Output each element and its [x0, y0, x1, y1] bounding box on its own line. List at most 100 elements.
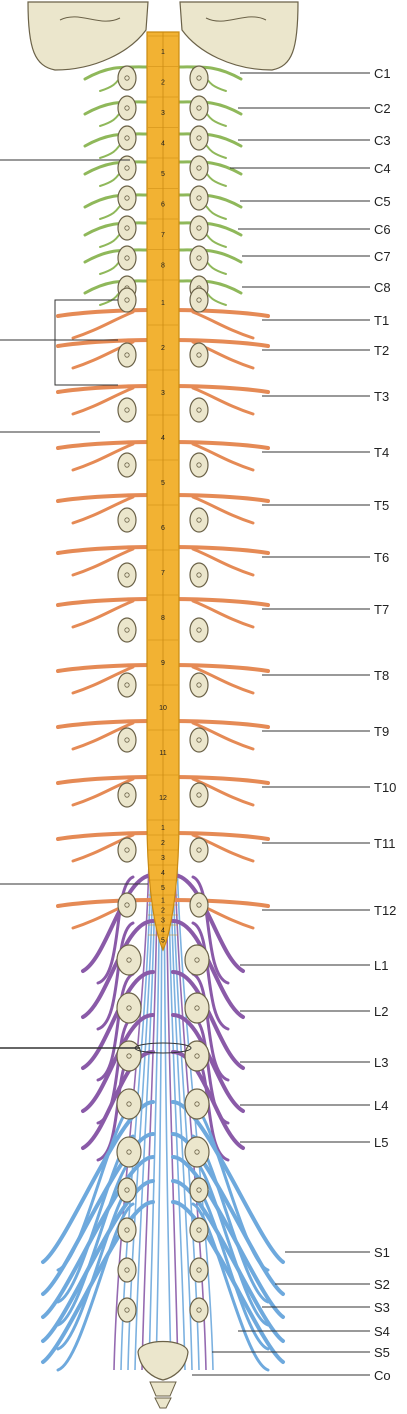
nerve-root [171, 970, 245, 1070]
vertebra-process [189, 562, 209, 588]
segment-number-thoracic: 6 [161, 525, 165, 532]
nerve-branch [71, 665, 135, 695]
segment-number-sacral: 2 [161, 908, 165, 915]
vertebra-process [117, 215, 137, 241]
vertebra-process [189, 65, 209, 91]
vertebra-foramen [196, 1267, 202, 1273]
vertebra-foramen [124, 225, 130, 231]
nerve-label-s3: S3 [374, 1300, 390, 1315]
vertebra-foramen [124, 1227, 130, 1233]
nerve-root [41, 1179, 155, 1343]
segment-number-thoracic: 1 [161, 300, 165, 307]
vertebra-foramen [196, 627, 202, 633]
vertebra-foramen [196, 352, 202, 358]
vertebra-process [189, 782, 209, 808]
nerve-label-c7: C7 [374, 249, 391, 264]
vertebra-process [189, 672, 209, 698]
nerve-branch [96, 875, 135, 985]
skull-contour [205, 16, 267, 22]
vertebra-process [117, 837, 137, 863]
vertebra-process [189, 837, 209, 863]
segment-number-thoracic: 8 [161, 615, 165, 622]
vertebra-foramen [196, 165, 202, 171]
vertebra-process [117, 672, 137, 698]
vertebra-process [116, 1136, 142, 1168]
vertebra-process [117, 452, 137, 478]
nerve-root [171, 898, 270, 908]
nerve-root [56, 545, 155, 555]
nerve-root [171, 308, 270, 318]
vertebra-process [184, 1136, 210, 1168]
segment-number-thoracic: 10 [159, 705, 167, 712]
vertebra-foramen [196, 225, 202, 231]
nerve-label-t12: T12 [374, 903, 396, 918]
vertebra-foramen [124, 195, 130, 201]
nerve-root [171, 100, 243, 116]
segment-number-lumbar: 1 [161, 825, 165, 832]
vertebra-foramen [196, 1227, 202, 1233]
vertebra-foramen [196, 195, 202, 201]
nerve-label-t8: T8 [374, 668, 389, 683]
nerve-root [171, 1179, 285, 1343]
vertebra-foramen [196, 407, 202, 413]
vertebra-foramen [194, 1101, 200, 1107]
nerve-labels: C1C2C3C4C5C6C7C8T1T2T3T4T5T6T7T8T9T10T11… [374, 66, 396, 1383]
nerve-label-s4: S4 [374, 1324, 390, 1339]
vertebra-process [116, 992, 142, 1024]
nerve-label-t6: T6 [374, 550, 389, 565]
vertebra-process [117, 1177, 137, 1203]
nerve-root [171, 160, 243, 176]
vertebra-foramen [124, 297, 130, 303]
nerve-label-co: Co [374, 1368, 391, 1383]
segment-number-sacral: 4 [161, 928, 165, 935]
nerve-root [81, 919, 155, 1019]
vertebra-foramen [196, 75, 202, 81]
vertebra-foramen [196, 297, 202, 303]
vertebra-process [189, 287, 209, 313]
nerve-label-c1: C1 [374, 66, 391, 81]
nerve-branch [191, 386, 255, 416]
nerve-root [56, 338, 155, 348]
nerve-root [56, 440, 155, 450]
nerve-label-t3: T3 [374, 389, 389, 404]
nerve-branch [56, 1157, 135, 1327]
vertebra-process [117, 727, 137, 753]
nerve-root [56, 384, 155, 394]
nerve-label-c3: C3 [374, 133, 391, 148]
coccyx [154, 1397, 172, 1409]
nerve-root [171, 1050, 245, 1150]
nerve-label-c2: C2 [374, 101, 391, 116]
segment-number-thoracic: 3 [161, 390, 165, 397]
nerve-root [171, 440, 270, 450]
nerve-root [171, 384, 270, 394]
vertebra-foramen [124, 737, 130, 743]
nerve-branch [191, 599, 255, 629]
vertebra-process [117, 245, 137, 271]
nerve-root [56, 775, 155, 785]
nerve-branch [71, 310, 135, 340]
vertebra-process [117, 125, 137, 151]
nerve-root [56, 898, 155, 908]
nerve-root [56, 597, 155, 607]
segment-number-cervical: 8 [161, 262, 165, 269]
nerve-root [56, 493, 155, 503]
nerve-root [56, 663, 155, 673]
vertebra-foramen [124, 407, 130, 413]
vertebra-process [184, 944, 210, 976]
vertebra-foramen [124, 792, 130, 798]
vertebra-foramen [196, 255, 202, 261]
nerve-label-l5: L5 [374, 1135, 388, 1150]
nerve-label-c4: C4 [374, 161, 391, 176]
vertebra-foramen [196, 847, 202, 853]
nerve-branch [71, 721, 135, 751]
vertebra-process [189, 95, 209, 121]
nerve-branch [191, 495, 255, 525]
occipital-left [27, 1, 149, 71]
nerve-root [83, 132, 155, 148]
nerve-branch [191, 972, 230, 1082]
segment-number-cervical: 5 [161, 171, 165, 178]
nerve-label-t4: T4 [374, 445, 389, 460]
sacrum-coccyx [137, 1341, 189, 1409]
nerve-branch [191, 665, 255, 695]
